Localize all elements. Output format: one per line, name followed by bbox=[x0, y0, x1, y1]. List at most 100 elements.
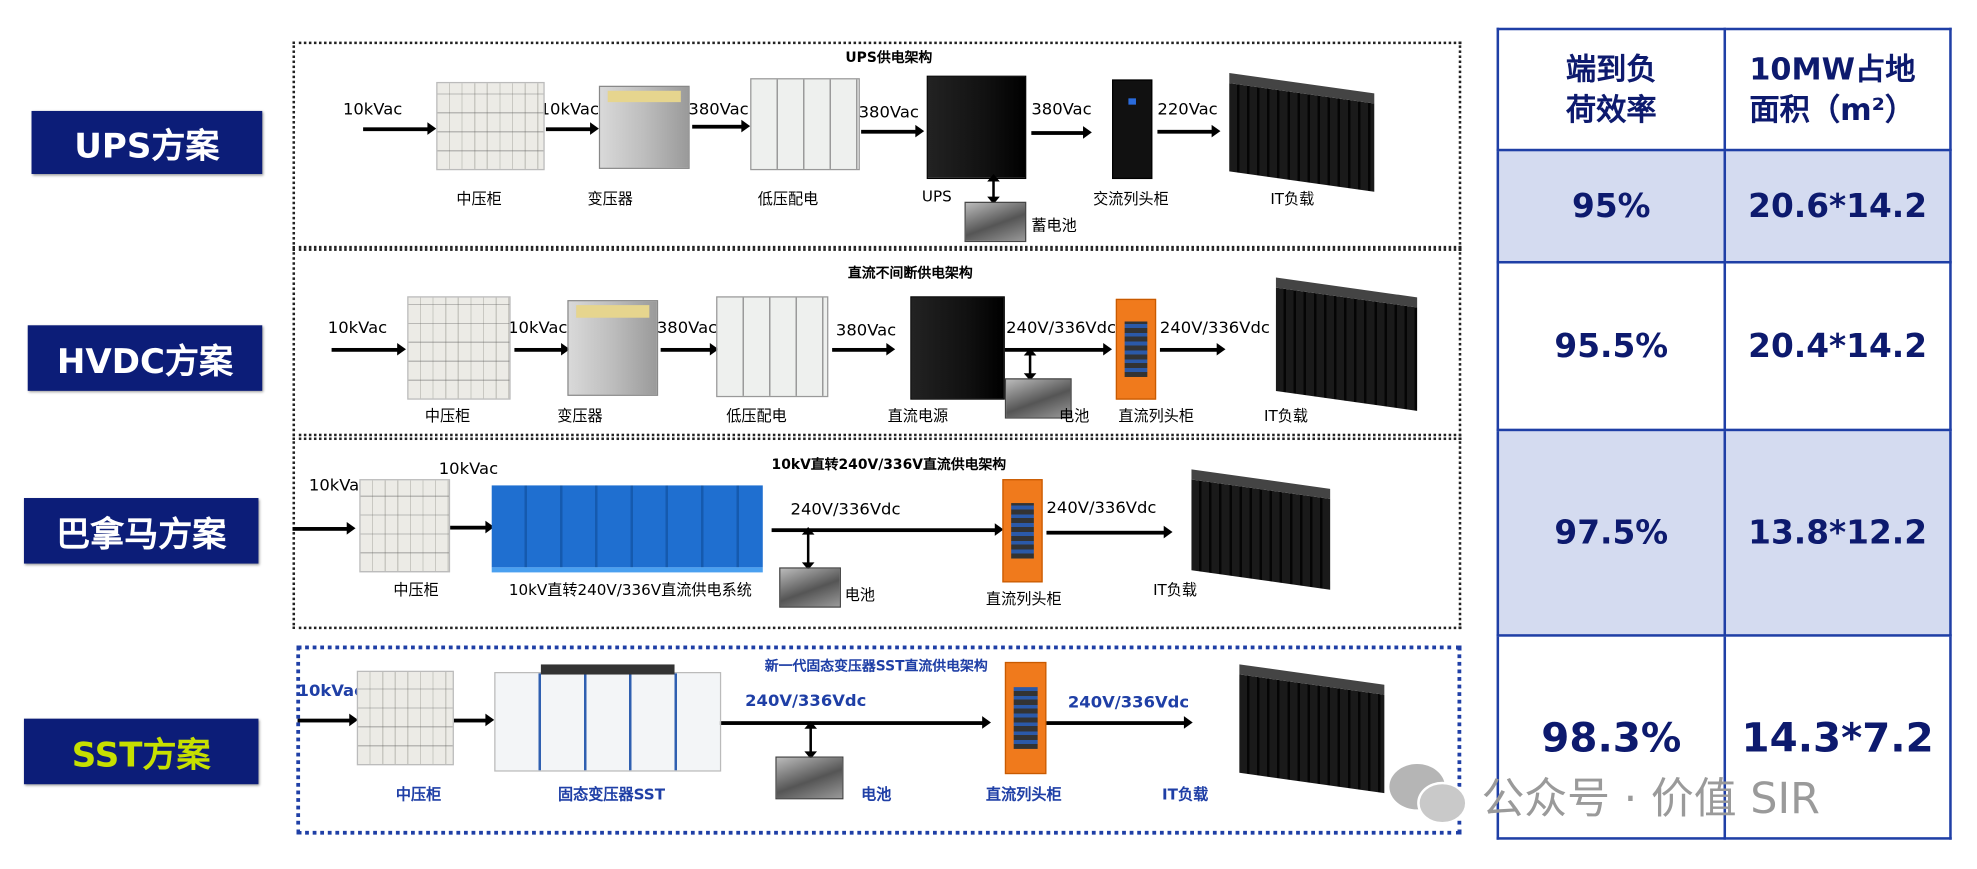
table-row: 95% 20.6*14.2 bbox=[1496, 148, 1952, 264]
voltage-label: 240V/336Vdc bbox=[1159, 318, 1270, 338]
footprint-cell: 20.6*14.2 bbox=[1723, 148, 1952, 264]
efficiency-cell: 98.3% bbox=[1496, 634, 1727, 840]
header-line: 荷效率 bbox=[1565, 92, 1657, 128]
voltage-label: 380Vac bbox=[656, 318, 718, 338]
header-footprint: 10MW占地面积（m²） bbox=[1723, 27, 1952, 152]
battery-image bbox=[775, 756, 844, 800]
scheme-label-hvdc: HVDC方案 bbox=[27, 325, 263, 391]
flow-arrow bbox=[861, 124, 925, 138]
efficiency-cell: 95% bbox=[1496, 148, 1727, 264]
dc-pdu-image bbox=[1002, 479, 1043, 583]
ups-diagram-title: UPS供电架构 bbox=[845, 49, 933, 66]
equipment-label: 直流列头柜 bbox=[1118, 407, 1194, 425]
voltage-label: 380Vac bbox=[858, 103, 919, 123]
solid-state-transformer-image bbox=[494, 664, 722, 772]
flow-arrow bbox=[331, 342, 406, 356]
dc-pdu-image bbox=[1115, 298, 1157, 400]
voltage-label: 380Vac bbox=[688, 100, 749, 120]
header-line: 端到负 bbox=[1565, 51, 1657, 87]
voltage-label: 10kVac bbox=[327, 318, 388, 338]
equipment-label: 电池 bbox=[861, 785, 892, 804]
mv-switchgear-image bbox=[356, 670, 454, 766]
comparison-table: 端到负荷效率 10MW占地面积（m²） 95% 20.6*14.2 95.5% … bbox=[1496, 27, 1952, 840]
battery-link-arrow bbox=[987, 173, 1000, 205]
equipment-label: 10kV直转240V/336V直流供电系统 bbox=[508, 581, 752, 599]
footprint-cell: 20.4*14.2 bbox=[1723, 260, 1952, 432]
flow-arrow bbox=[1046, 525, 1173, 539]
wechat-icon bbox=[1417, 781, 1468, 825]
it-load-image bbox=[1229, 73, 1375, 192]
flow-arrow bbox=[832, 342, 896, 356]
voltage-label: 10kVac bbox=[297, 682, 364, 702]
efficiency-cell: 95.5% bbox=[1496, 260, 1727, 432]
table-row: 98.3% 14.3*7.2 bbox=[1496, 634, 1952, 840]
table-header-row: 端到负荷效率 10MW占地面积（m²） bbox=[1496, 27, 1952, 152]
flow-arrow bbox=[292, 521, 356, 535]
transformer-image bbox=[567, 300, 659, 396]
panama-diagram-frame bbox=[292, 437, 1462, 630]
flow-arrow bbox=[692, 119, 751, 133]
battery-image bbox=[1004, 378, 1072, 419]
scheme-label-ups: UPS方案 bbox=[31, 110, 263, 174]
voltage-label: 240V/336Vdc bbox=[745, 692, 867, 712]
header-footprint-text: 10MW占地面积（m²） bbox=[1749, 51, 1916, 128]
equipment-label: 直流列头柜 bbox=[985, 785, 1062, 804]
equipment-label: IT负载 bbox=[1153, 581, 1198, 599]
equipment-label: 电池 bbox=[1059, 407, 1090, 425]
equipment-label: 中压柜 bbox=[456, 190, 502, 209]
equipment-label: IT负载 bbox=[1270, 190, 1315, 209]
table-row: 97.5% 13.8*12.2 bbox=[1496, 428, 1952, 637]
equipment-label: 交流列头柜 bbox=[1093, 190, 1169, 209]
flow-arrow bbox=[1157, 124, 1221, 138]
equipment-label: 中压柜 bbox=[393, 581, 439, 599]
scheme-label-panama: 巴拿马方案 bbox=[23, 498, 259, 564]
battery-image bbox=[779, 567, 841, 608]
equipment-label: 低压配电 bbox=[726, 407, 787, 425]
mv-switchgear-image bbox=[436, 81, 545, 171]
voltage-label: 240V/336Vdc bbox=[790, 500, 901, 520]
hvdc-diagram-title: 直流不间断供电架构 bbox=[847, 264, 973, 282]
table-row: 95.5% 20.4*14.2 bbox=[1496, 260, 1952, 432]
flow-arrow bbox=[718, 716, 991, 729]
ups-diagram-frame bbox=[292, 41, 1462, 249]
voltage-label: 10kVac bbox=[438, 460, 499, 480]
flow-arrow bbox=[514, 342, 570, 356]
voltage-label: 380Vac bbox=[1031, 100, 1092, 120]
hvdc-diagram-frame bbox=[292, 248, 1462, 437]
battery-link-arrow bbox=[804, 721, 817, 760]
mv-switchgear-image bbox=[359, 479, 451, 573]
battery-link-arrow bbox=[1023, 347, 1037, 381]
flow-arrow bbox=[443, 520, 495, 534]
ups-image bbox=[926, 75, 1027, 180]
dc-pdu-image bbox=[1004, 661, 1047, 775]
scheme-label-sst: SST方案 bbox=[23, 718, 259, 785]
ac-pdu-rack-image bbox=[1112, 79, 1153, 180]
panama-diagram-title: 10kV直转240V/336V直流供电架构 bbox=[771, 456, 1007, 473]
it-load-image bbox=[1191, 469, 1331, 590]
equipment-label: IT负载 bbox=[1264, 407, 1309, 425]
lv-distribution-image bbox=[716, 296, 829, 398]
footprint-cell: 13.8*12.2 bbox=[1723, 428, 1952, 637]
it-load-image bbox=[1239, 664, 1385, 794]
sst-diagram-frame bbox=[296, 645, 1462, 835]
equipment-label: 直流列头柜 bbox=[985, 590, 1062, 608]
flow-arrow bbox=[297, 713, 359, 727]
voltage-label: 10kVac bbox=[508, 318, 568, 338]
voltage-label: 240V/336Vdc bbox=[1006, 318, 1117, 338]
header-efficiency: 端到负荷效率 bbox=[1496, 27, 1727, 152]
equipment-label: 低压配电 bbox=[757, 190, 819, 209]
equipment-label: 蓄电池 bbox=[1031, 216, 1077, 235]
flow-arrow bbox=[1159, 342, 1226, 356]
equipment-label: 中压柜 bbox=[424, 407, 471, 425]
dc-conversion-system-image bbox=[491, 485, 763, 573]
voltage-label: 10kVac bbox=[539, 100, 599, 120]
equipment-label: 固态变压器SST bbox=[557, 785, 666, 804]
efficiency-cell: 97.5% bbox=[1496, 428, 1727, 637]
lv-distribution-image bbox=[750, 78, 860, 171]
footprint-cell: 14.3*7.2 bbox=[1723, 634, 1952, 840]
equipment-label: 变压器 bbox=[557, 407, 603, 425]
voltage-label: 240V/336Vdc bbox=[1067, 693, 1190, 713]
equipment-label: 电池 bbox=[844, 586, 876, 604]
dc-power-supply-image bbox=[910, 296, 1005, 400]
